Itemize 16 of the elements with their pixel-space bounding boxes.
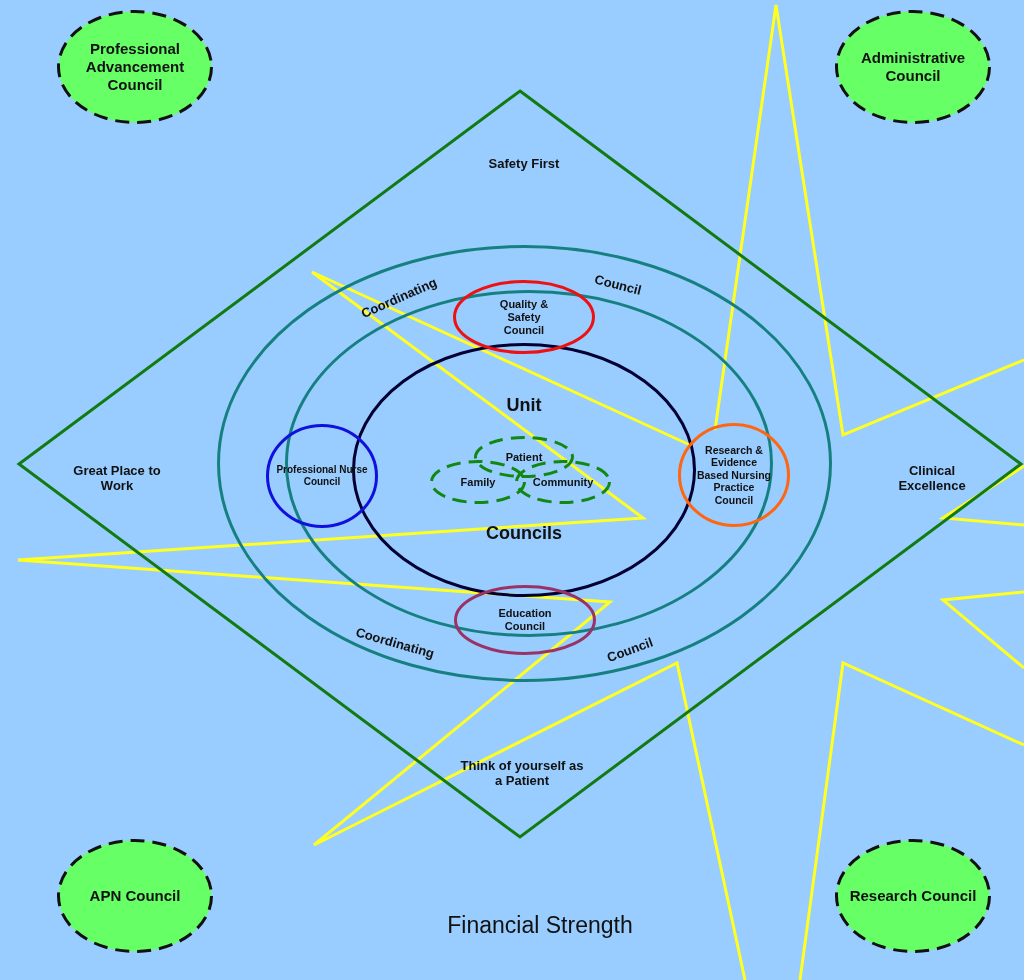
node-text: Council <box>592 270 644 300</box>
node-text: Professional Advancement Council <box>84 40 186 94</box>
node-text: Safety First <box>487 155 561 171</box>
node-text: APN Council <box>88 887 182 905</box>
node-text: Great Place to Work <box>72 463 162 493</box>
node-text: Education Council <box>497 607 553 633</box>
node-text: Quality & Safety Council <box>498 297 550 337</box>
node-text: Family <box>459 475 497 489</box>
node-text: Administrative Council <box>859 49 967 85</box>
node-text: Unit <box>506 393 542 417</box>
footer-label: Financial Strength <box>447 910 633 940</box>
node-text: Councils <box>486 521 562 545</box>
node-text: Research Council <box>848 887 978 905</box>
node-text: Patient <box>504 450 544 464</box>
node-text: Clinical Excellence <box>897 463 967 493</box>
node-text: Community <box>531 475 595 489</box>
